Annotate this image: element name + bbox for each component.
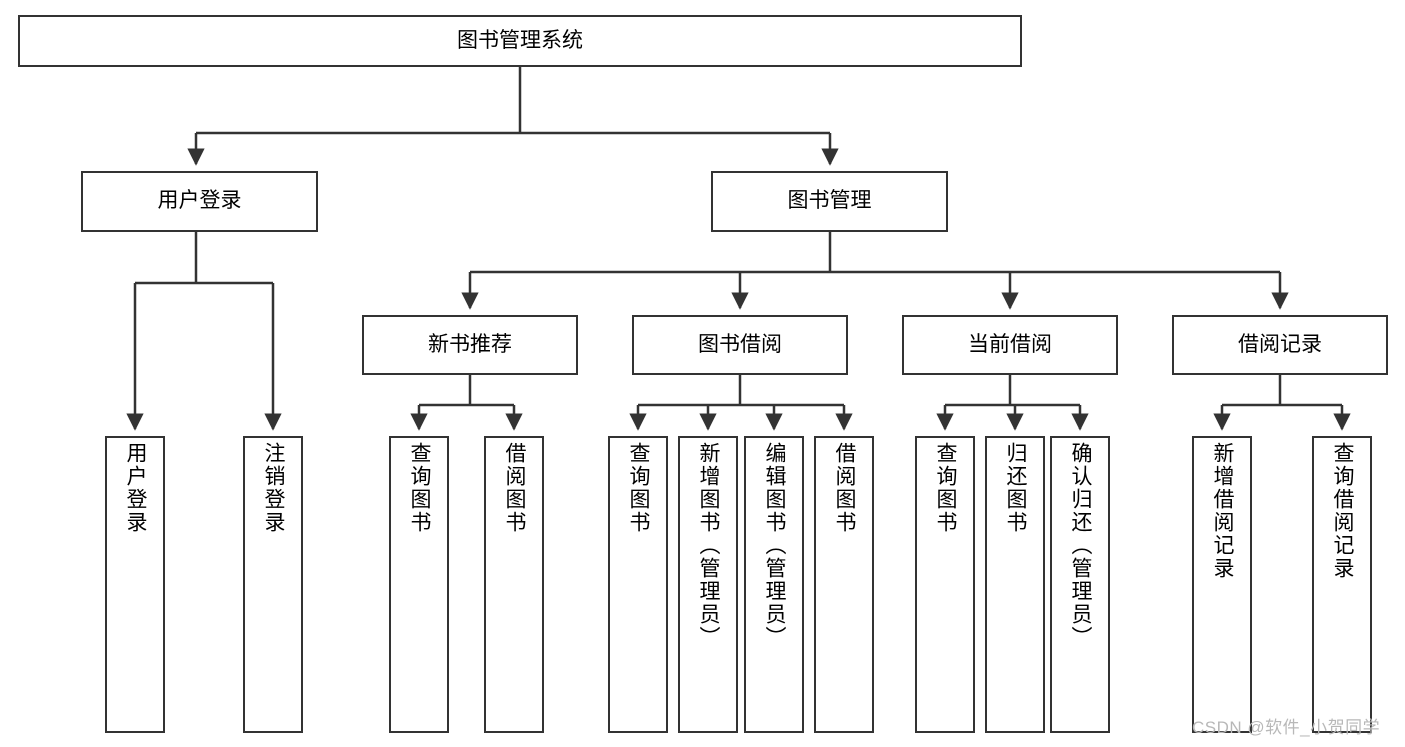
leaf-query-borrow-record-label: 查询借阅记录 — [1331, 442, 1355, 580]
node-new-book-recommendation[interactable]: 新书推荐 — [362, 315, 578, 375]
leaf-query-book-bb-label: 查询图书 — [627, 442, 651, 534]
node-book-management-label: 图书管理 — [787, 189, 872, 213]
leaf-add-book-admin-label: 新增图书（管理员） — [697, 442, 721, 649]
leaf-confirm-return-admin-label: 确认归还（管理员） — [1069, 442, 1093, 649]
leaf-logout-label: 注销登录 — [262, 442, 286, 534]
leaf-query-borrow-record[interactable]: 查询借阅记录 — [1312, 436, 1372, 733]
node-current-borrow[interactable]: 当前借阅 — [902, 315, 1118, 375]
node-current-borrow-label: 当前借阅 — [968, 332, 1052, 356]
leaf-user-login[interactable]: 用户登录 — [105, 436, 165, 733]
node-new-book-recommendation-label: 新书推荐 — [428, 332, 512, 356]
leaf-borrow-book-bb[interactable]: 借阅图书 — [814, 436, 874, 733]
leaf-return-book[interactable]: 归还图书 — [985, 436, 1045, 733]
leaf-query-book-nbr[interactable]: 查询图书 — [389, 436, 449, 733]
leaf-borrow-book-nbr[interactable]: 借阅图书 — [484, 436, 544, 733]
leaf-edit-book-admin[interactable]: 编辑图书（管理员） — [744, 436, 804, 733]
leaf-logout[interactable]: 注销登录 — [243, 436, 303, 733]
leaf-query-book-cb[interactable]: 查询图书 — [915, 436, 975, 733]
leaf-add-book-admin[interactable]: 新增图书（管理员） — [678, 436, 738, 733]
node-root[interactable]: 图书管理系统 — [18, 15, 1022, 67]
leaf-add-borrow-record-label: 新增借阅记录 — [1211, 442, 1235, 580]
node-book-management[interactable]: 图书管理 — [711, 171, 948, 232]
leaf-borrow-book-bb-label: 借阅图书 — [833, 442, 857, 534]
node-user-login[interactable]: 用户登录 — [81, 171, 318, 232]
node-borrow-record-label: 借阅记录 — [1238, 332, 1322, 356]
leaf-user-login-label: 用户登录 — [124, 442, 148, 534]
leaf-borrow-book-nbr-label: 借阅图书 — [503, 442, 527, 534]
node-book-borrow[interactable]: 图书借阅 — [632, 315, 848, 375]
leaf-query-book-nbr-label: 查询图书 — [408, 442, 432, 534]
csdn-watermark: CSDN @软件_小贺同学 — [1192, 718, 1381, 737]
leaf-query-book-cb-label: 查询图书 — [934, 442, 958, 534]
leaf-query-book-bb[interactable]: 查询图书 — [608, 436, 668, 733]
node-book-borrow-label: 图书借阅 — [698, 332, 782, 356]
node-user-login-label: 用户登录 — [157, 189, 242, 213]
node-root-label: 图书管理系统 — [457, 28, 583, 52]
leaf-edit-book-admin-label: 编辑图书（管理员） — [763, 442, 787, 649]
leaf-add-borrow-record[interactable]: 新增借阅记录 — [1192, 436, 1252, 733]
leaf-confirm-return-admin[interactable]: 确认归还（管理员） — [1050, 436, 1110, 733]
node-borrow-record[interactable]: 借阅记录 — [1172, 315, 1388, 375]
leaf-return-book-label: 归还图书 — [1004, 442, 1028, 534]
